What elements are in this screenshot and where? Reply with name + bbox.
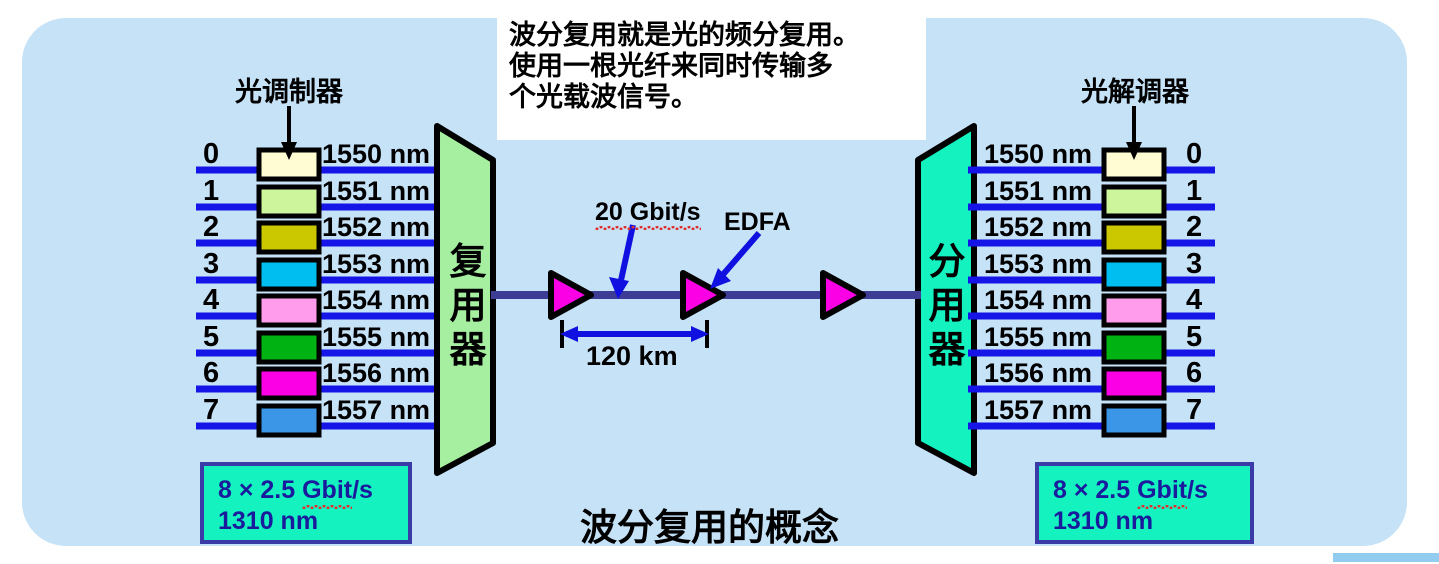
left-channel-number: 3 <box>203 248 220 280</box>
left-modulator-arrow <box>281 106 297 160</box>
right-wavelength-label: 1555 nm <box>984 322 1093 352</box>
right-wavelength-label: 1556 nm <box>984 358 1093 388</box>
multiplexer-shape <box>434 123 496 476</box>
span-length-label: 120 km <box>586 341 678 371</box>
right-wavelength-label: 1553 nm <box>984 249 1093 279</box>
left-wavelength-label: 1550 nm <box>322 139 431 169</box>
left-channel-number: 4 <box>203 284 220 316</box>
left-wavelength-label: 1556 nm <box>322 358 431 388</box>
left-modulator-boxes <box>256 147 322 438</box>
optical-demodulator-label: 光解调器 <box>1081 77 1189 107</box>
demultiplexer-label: 分用器 <box>928 241 966 370</box>
left-rate-line-2: 1310 nm <box>218 507 319 535</box>
right-demodulator-arrow <box>1126 106 1142 160</box>
right-channel-number: 3 <box>1186 248 1203 280</box>
link-rate-label: 20 Gbit/s <box>595 198 701 230</box>
left-wavelength-label: 1552 nm <box>322 212 431 242</box>
multiplexer-label: 复用器 <box>449 241 487 370</box>
left-wavelength-label: 1555 nm <box>322 322 431 352</box>
right-wavelength-label: 1557 nm <box>984 395 1093 425</box>
left-wavelength-label: 1553 nm <box>322 249 431 279</box>
left-channel-number: 1 <box>203 175 220 207</box>
right-wavelength-label: 1552 nm <box>984 212 1093 242</box>
right-rate-line-1: 8 × 2.5 Gbit/s <box>1053 476 1208 509</box>
left-channel-number: 6 <box>203 357 220 389</box>
callout-line-2: 使用一根光纤来同时传输多 <box>509 51 833 81</box>
right-rate-line-2: 1310 nm <box>1053 507 1154 535</box>
left-rate-line-1: 8 × 2.5 Gbit/s <box>218 476 373 509</box>
left-wavelength-label: 1554 nm <box>322 285 431 315</box>
right-rate-box: 8 × 2.5 Gbit/s 1310 nm <box>1035 462 1254 544</box>
link-rate-text: 20 Gbit/s <box>595 198 701 230</box>
right-wavelength-label: 1550 nm <box>984 139 1093 169</box>
right-channel-number: 2 <box>1186 211 1203 243</box>
right-channel-number: 7 <box>1186 394 1203 426</box>
callout-line-1: 波分复用就是光的频分复用。 <box>509 20 860 50</box>
right-channel-lines <box>968 166 1215 430</box>
right-wavelength-label: 1554 nm <box>984 285 1093 315</box>
right-channel-number: 4 <box>1186 284 1203 316</box>
right-wavelength-label: 1551 nm <box>984 176 1093 206</box>
bottom-accent-bar <box>1333 553 1439 562</box>
explanation-callout: 波分复用就是光的频分复用。 使用一根光纤来同时传输多 个光载波信号。 <box>497 14 926 140</box>
edfa-callout-arrow <box>710 231 762 289</box>
edfa-label: EDFA <box>724 208 791 236</box>
left-channel-number: 2 <box>203 211 220 243</box>
span-dimension <box>560 320 709 348</box>
diagram-title: 波分复用的概念 <box>580 507 839 548</box>
right-channel-number: 6 <box>1186 357 1203 389</box>
left-channel-number: 5 <box>203 321 220 353</box>
left-channel-number: 7 <box>203 394 220 426</box>
rate-callout-arrow <box>609 224 636 299</box>
callout-line-3: 个光载波信号。 <box>509 82 698 112</box>
optical-modulator-label: 光调制器 <box>235 77 343 107</box>
right-demodulator-boxes <box>1101 147 1167 438</box>
left-wavelength-label: 1551 nm <box>322 176 431 206</box>
left-rate-box: 8 × 2.5 Gbit/s 1310 nm <box>200 462 412 544</box>
left-channel-number: 0 <box>203 138 220 170</box>
right-channel-number: 1 <box>1186 175 1203 207</box>
demultiplexer-shape <box>915 123 977 476</box>
left-wavelength-label: 1557 nm <box>322 395 431 425</box>
right-channel-number: 0 <box>1186 138 1203 170</box>
amplifier-triangles <box>548 270 866 320</box>
right-channel-number: 5 <box>1186 321 1203 353</box>
